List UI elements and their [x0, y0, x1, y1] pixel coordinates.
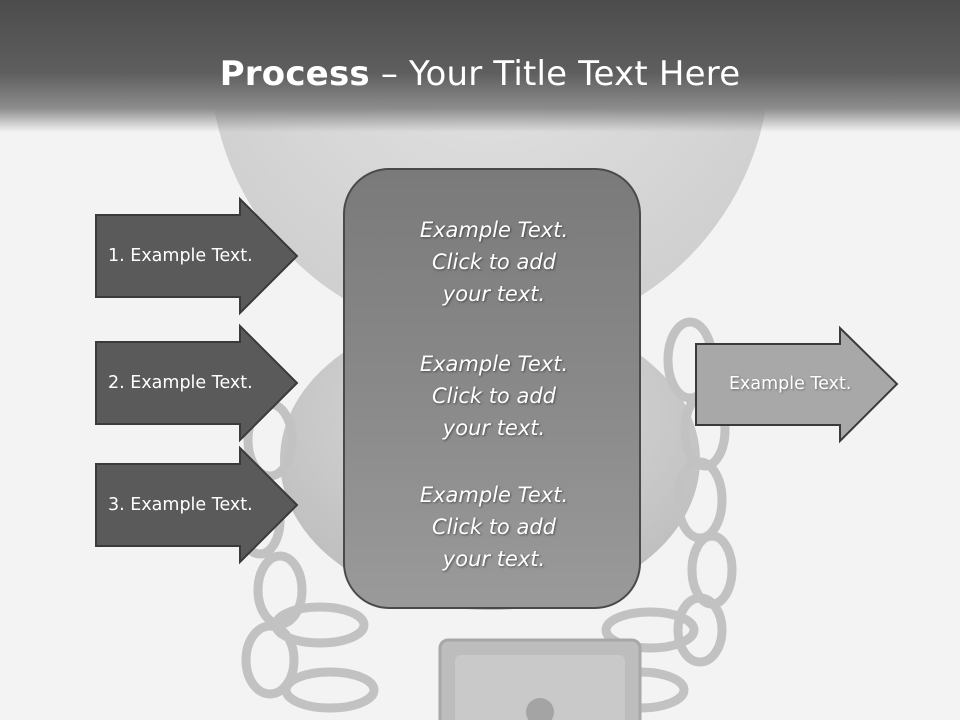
input-arrow-3[interactable]: [95, 445, 299, 565]
center-item-1: Example Text. Click to add your text.: [345, 214, 643, 310]
output-arrow[interactable]: [695, 325, 899, 444]
center-item-3-line2: Click to add: [431, 515, 556, 539]
title-rest: – Your Title Text Here: [369, 54, 741, 94]
page-title: Process – Your Title Text Here: [0, 52, 960, 96]
center-item-2-line2: Click to add: [431, 384, 556, 408]
center-item-1-line2: Click to add: [431, 250, 556, 274]
center-item-3-line1: Example Text.: [419, 483, 569, 507]
input-label-1: 1. Example Text.: [108, 246, 253, 266]
center-item-2: Example Text. Click to add your text.: [345, 348, 643, 444]
input-arrow-2[interactable]: [95, 323, 299, 443]
center-item-2-line1: Example Text.: [419, 352, 569, 376]
input-label-3: 3. Example Text.: [108, 495, 253, 515]
output-label: Example Text.: [729, 374, 852, 394]
input-arrow-1[interactable]: [95, 196, 299, 316]
title-bold: Process: [219, 54, 370, 94]
center-item-3: Example Text. Click to add your text.: [345, 479, 643, 575]
center-text-box[interactable]: Example Text. Click to add your text. Ex…: [343, 168, 641, 609]
center-item-1-line1: Example Text.: [419, 218, 569, 242]
center-item-2-line3: your text.: [442, 416, 546, 440]
header-bar: [0, 0, 960, 132]
input-label-2: 2. Example Text.: [108, 373, 253, 393]
center-item-1-line3: your text.: [442, 282, 546, 306]
center-item-3-line3: your text.: [442, 547, 546, 571]
